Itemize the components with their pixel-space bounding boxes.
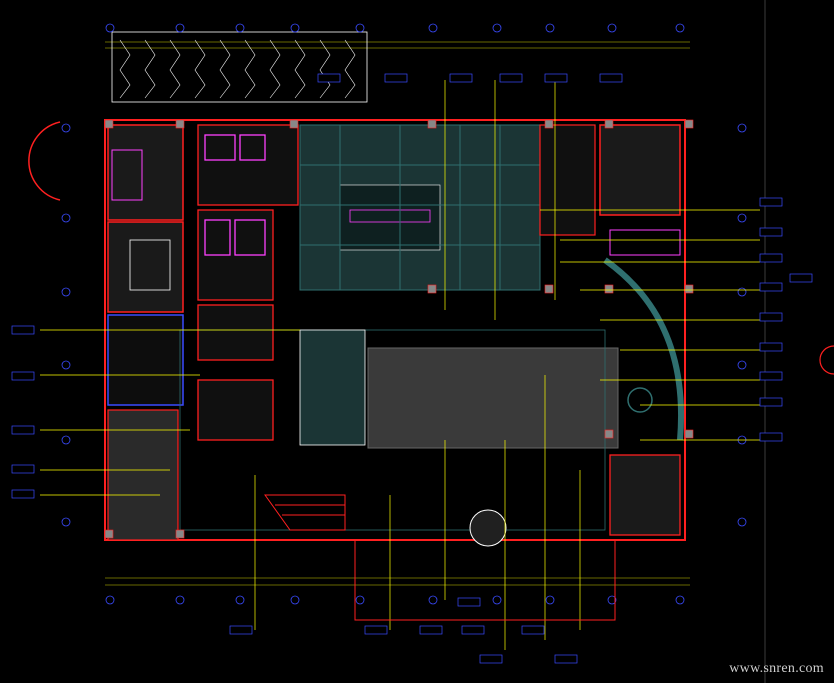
- structural-columns: [104, 119, 694, 539]
- middle-room-block: [197, 124, 299, 441]
- bottom-grid-bubbles: [105, 595, 685, 605]
- watermark: www.snren.com: [729, 661, 824, 676]
- left-curved-wall: [28, 121, 61, 201]
- callout-tags: [11, 73, 813, 664]
- central-lobby: [367, 347, 619, 449]
- entrance-outline: [354, 540, 616, 621]
- top-grid-bubbles: [105, 23, 685, 33]
- revolving-door: [469, 509, 507, 547]
- top-canopy-hatched: [111, 31, 368, 103]
- top-dimension-line: [105, 41, 690, 49]
- section-symbol: [819, 345, 834, 375]
- bottom-dimension-line: [105, 577, 690, 586]
- callout-leaders: [40, 80, 760, 650]
- central-dining-area: [299, 124, 541, 291]
- stair: [264, 494, 346, 531]
- left-grid-bubbles: [61, 123, 71, 527]
- left-service-rooms: [107, 124, 184, 541]
- right-rooms: [539, 124, 684, 536]
